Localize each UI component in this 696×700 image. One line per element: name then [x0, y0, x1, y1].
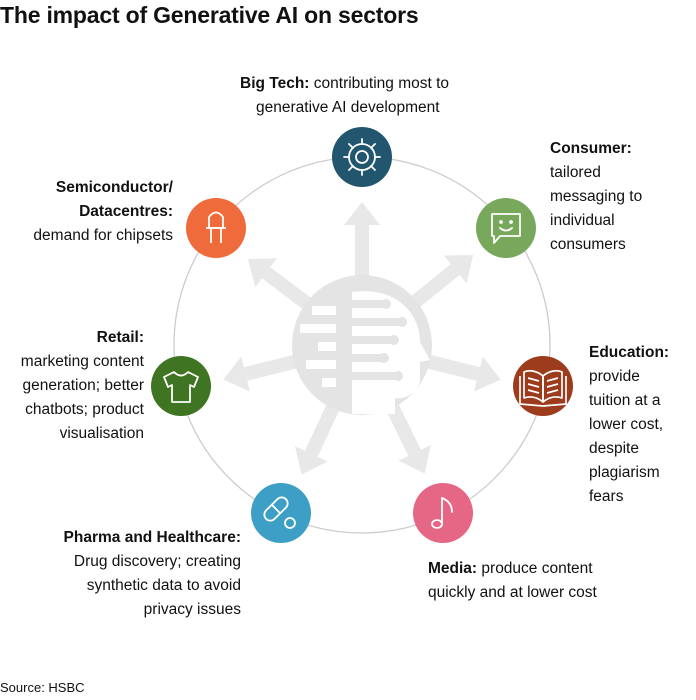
retail-desc-1: marketing content	[20, 353, 144, 370]
media-desc: produce content	[481, 560, 593, 577]
education-name: Education:	[589, 344, 670, 361]
big-tech-label: Big Tech: contributing most to generativ…	[240, 72, 449, 120]
pharma-desc-1: Drug discovery; creating	[73, 553, 241, 570]
consumer-label: Consumer: tailored messaging to individu…	[550, 137, 642, 257]
chat-bubble-icon	[491, 213, 521, 244]
retail-name: Retail:	[96, 329, 144, 346]
pharma-desc-2: synthetic data to avoid	[86, 577, 241, 594]
source-note: Source: HSBC	[0, 680, 85, 695]
pharma-name: Pharma and Healthcare:	[63, 529, 241, 546]
ai-head-icon	[292, 275, 432, 415]
education-desc-5: plagiarism	[589, 464, 660, 481]
media-desc-2: quickly and at lower cost	[428, 584, 597, 601]
big-tech-name: Big Tech:	[240, 75, 310, 92]
education-desc-4: despite	[589, 440, 639, 457]
gear-icon	[343, 138, 381, 176]
consumer-node	[476, 198, 536, 258]
chip-icon	[206, 211, 226, 243]
open-book-icon	[519, 369, 567, 407]
consumer-name: Consumer:	[550, 140, 632, 157]
t-shirt-icon	[163, 371, 199, 403]
retail-desc-2: generation; better	[22, 377, 144, 394]
consumer-desc-1: tailored	[550, 164, 601, 181]
big-tech-node	[332, 127, 392, 187]
retail-desc-3: chatbots; product	[25, 401, 144, 418]
big-tech-desc-2: generative AI development	[256, 99, 440, 116]
semiconductor-desc: demand for chipsets	[33, 227, 173, 244]
retail-desc-4: visualisation	[59, 425, 144, 442]
music-note-icon	[431, 497, 453, 529]
pharma-desc-3: privacy issues	[143, 601, 241, 618]
education-desc-1: provide	[589, 368, 640, 385]
consumer-desc-4: consumers	[550, 236, 626, 253]
education-desc-6: fears	[589, 488, 624, 505]
pill-icon	[263, 496, 296, 529]
pharma-label: Pharma and Healthcare: Drug discovery; c…	[64, 526, 241, 622]
media-node	[413, 483, 473, 543]
pharma-node	[251, 483, 311, 543]
media-label: Media: produce content quickly and at lo…	[428, 557, 597, 605]
semiconductor-name-1: Semiconductor/	[55, 179, 173, 196]
semiconductor-label: Semiconductor/ Datacentres: demand for c…	[33, 176, 173, 248]
consumer-desc-3: individual	[550, 212, 615, 229]
big-tech-desc: contributing most to	[313, 75, 450, 92]
education-label: Education: provide tuition at a lower co…	[589, 341, 669, 509]
education-desc-3: lower cost,	[589, 416, 664, 433]
education-desc-2: tuition at a	[589, 392, 661, 409]
semiconductor-node	[186, 198, 246, 258]
retail-node	[151, 356, 211, 416]
education-node	[513, 356, 573, 416]
retail-label: Retail: marketing content generation; be…	[21, 326, 144, 446]
media-name: Media:	[428, 560, 478, 577]
consumer-desc-2: messaging to	[550, 188, 643, 205]
semiconductor-name-2: Datacentres:	[79, 203, 173, 220]
page-title: The impact of Generative AI on sectors	[0, 2, 419, 28]
